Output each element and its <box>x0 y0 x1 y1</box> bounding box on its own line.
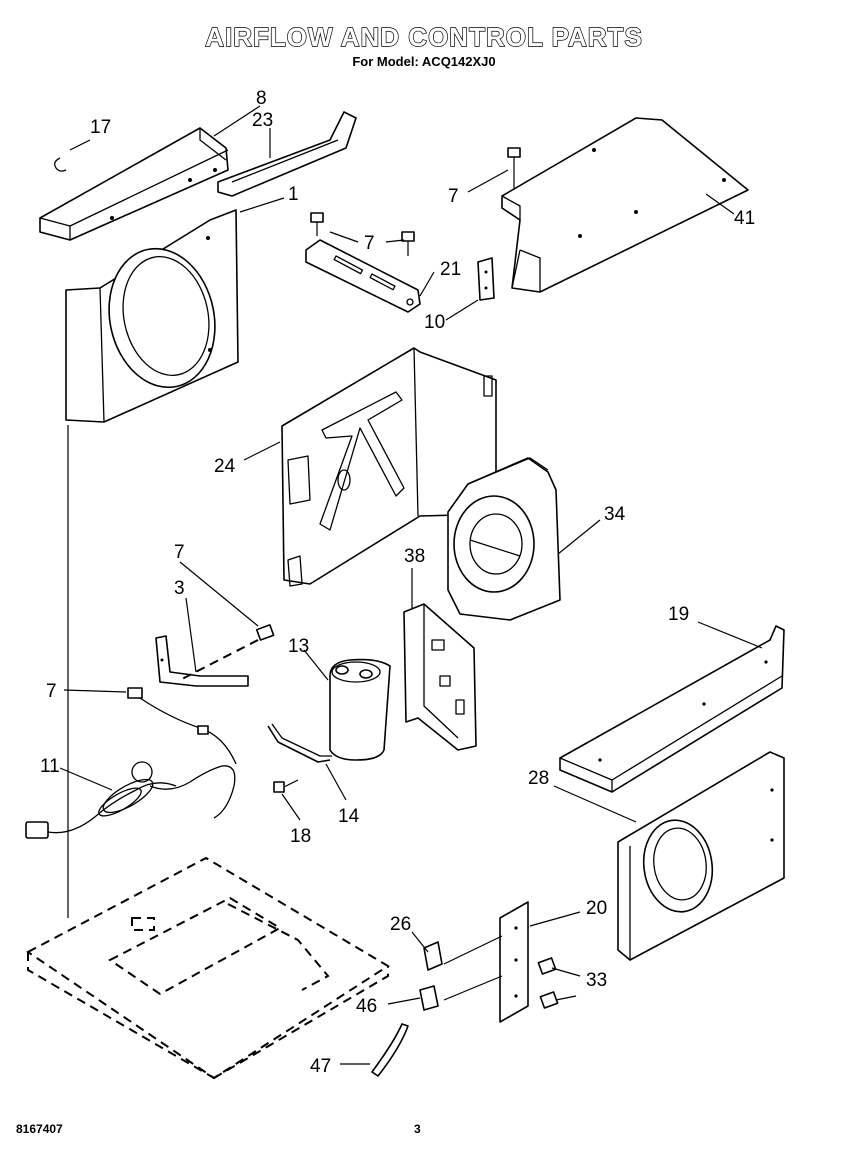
part-8-top-rail <box>39 127 229 241</box>
callout-1: 1 <box>288 184 299 205</box>
document-number: 8167407 <box>16 1122 63 1136</box>
part-21-bracket <box>305 239 421 313</box>
part-13-capacitor <box>329 658 391 761</box>
callout-14: 14 <box>338 806 360 827</box>
callout-13: 13 <box>288 636 309 657</box>
base-pan <box>26 856 390 1080</box>
part-23-seal-strip <box>217 111 357 197</box>
callout-11: 11 <box>40 756 60 777</box>
callout-3: 3 <box>174 578 185 599</box>
callout-28: 28 <box>528 768 549 789</box>
part-10-small-bracket <box>477 257 495 301</box>
screw-7-mid <box>179 624 275 681</box>
callout-18: 18 <box>290 826 311 847</box>
part-28-condenser-shroud <box>617 751 785 961</box>
callout-33: 33 <box>586 970 607 991</box>
part-18-screw <box>273 779 299 793</box>
screw-7-top-cover <box>507 147 521 190</box>
callout-8: 8 <box>256 88 267 109</box>
part-33-knobs <box>537 957 559 1009</box>
callout-10: 10 <box>424 312 445 333</box>
part-17-clip <box>54 157 67 172</box>
part-47-tube <box>371 1023 409 1077</box>
part-1-shroud <box>65 209 239 423</box>
diagram-title: AIRFLOW AND CONTROL PARTS <box>204 21 643 52</box>
callout-19: 19 <box>668 604 689 625</box>
model-subtitle: For Model: ACQ142XJ0 <box>352 54 496 69</box>
part-11-power-cord <box>25 687 237 839</box>
callout-7b: 7 <box>448 186 459 207</box>
part-14-capacitor-strap <box>267 723 332 763</box>
part-26-switch <box>423 941 443 971</box>
part-34-scroll-housing <box>447 457 561 621</box>
callout-20: 20 <box>586 898 607 919</box>
callout-23: 23 <box>252 110 273 131</box>
callout-7c: 7 <box>174 542 185 563</box>
part-38-control-bracket <box>403 603 477 751</box>
callout-24: 24 <box>214 456 236 477</box>
part-46-switch <box>419 985 439 1011</box>
part-19-support <box>559 625 785 793</box>
callout-21: 21 <box>440 259 461 280</box>
part-3-bracket <box>155 635 249 687</box>
callout-46: 46 <box>356 996 377 1017</box>
screw-7-upper-mid <box>401 231 415 256</box>
callout-17: 17 <box>90 117 111 138</box>
leader-lines <box>59 105 763 1065</box>
callout-47: 47 <box>310 1056 331 1077</box>
callout-26: 26 <box>390 914 411 935</box>
callout-7d: 7 <box>46 681 57 702</box>
callout-34: 34 <box>604 504 626 525</box>
page-number: 3 <box>414 1122 421 1136</box>
callout-7a: 7 <box>364 233 375 254</box>
part-20-switch-plate <box>443 901 529 1023</box>
screw-7-upper-left <box>310 212 324 236</box>
callout-38: 38 <box>404 546 425 567</box>
part-41-top-cover <box>501 117 749 293</box>
callout-41: 41 <box>734 208 755 229</box>
